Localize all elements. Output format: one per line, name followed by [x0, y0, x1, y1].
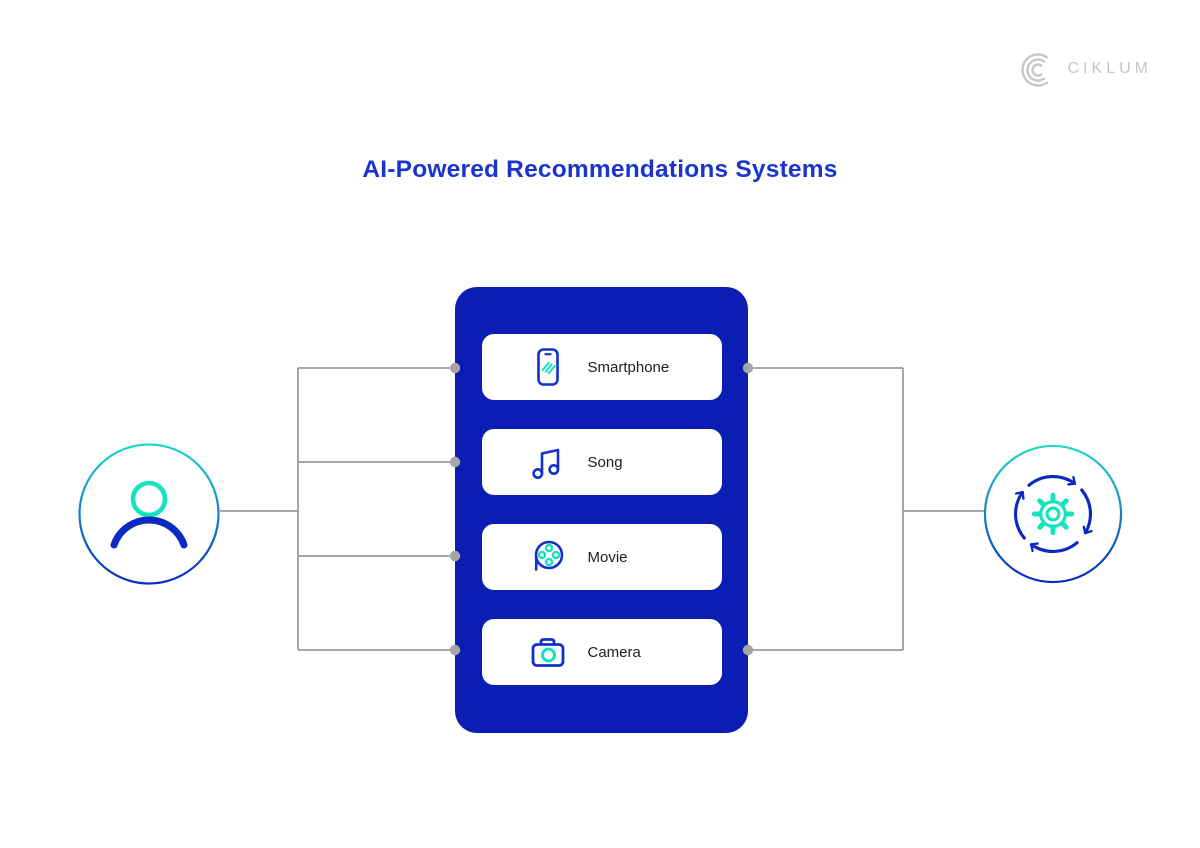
card-label: Song: [587, 453, 623, 471]
user-icon: [78, 443, 220, 585]
recommendations-panel: Smartphone Song: [455, 287, 748, 733]
smartphone-icon: [536, 348, 559, 386]
card-camera: Camera: [481, 619, 722, 685]
gear-icon: [1031, 492, 1075, 536]
ciklum-logo-icon: [1020, 53, 1048, 87]
user-node: [78, 443, 220, 585]
ciklum-logo-text: CIKLUM: [1067, 60, 1152, 77]
process-node: [983, 444, 1123, 584]
camera-icon: [531, 638, 564, 667]
card-smartphone: Smartphone: [481, 334, 722, 400]
page-title: AI-Powered Recommendations Systems: [362, 156, 838, 183]
film-reel-icon: [534, 540, 563, 571]
user-head-icon: [130, 480, 168, 518]
music-note-icon: [531, 448, 559, 479]
cycle-arrows-icon: [1014, 475, 1093, 553]
ciklum-logo: CIKLUM: [1019, 48, 1152, 90]
card-song: Song: [481, 429, 722, 495]
card-movie: Movie: [481, 524, 722, 590]
user-shoulders-icon: [110, 516, 188, 549]
card-label: Smartphone: [587, 358, 670, 376]
card-label: Camera: [587, 643, 641, 661]
process-cycle-icon: [983, 444, 1123, 584]
card-label: Movie: [587, 548, 628, 566]
